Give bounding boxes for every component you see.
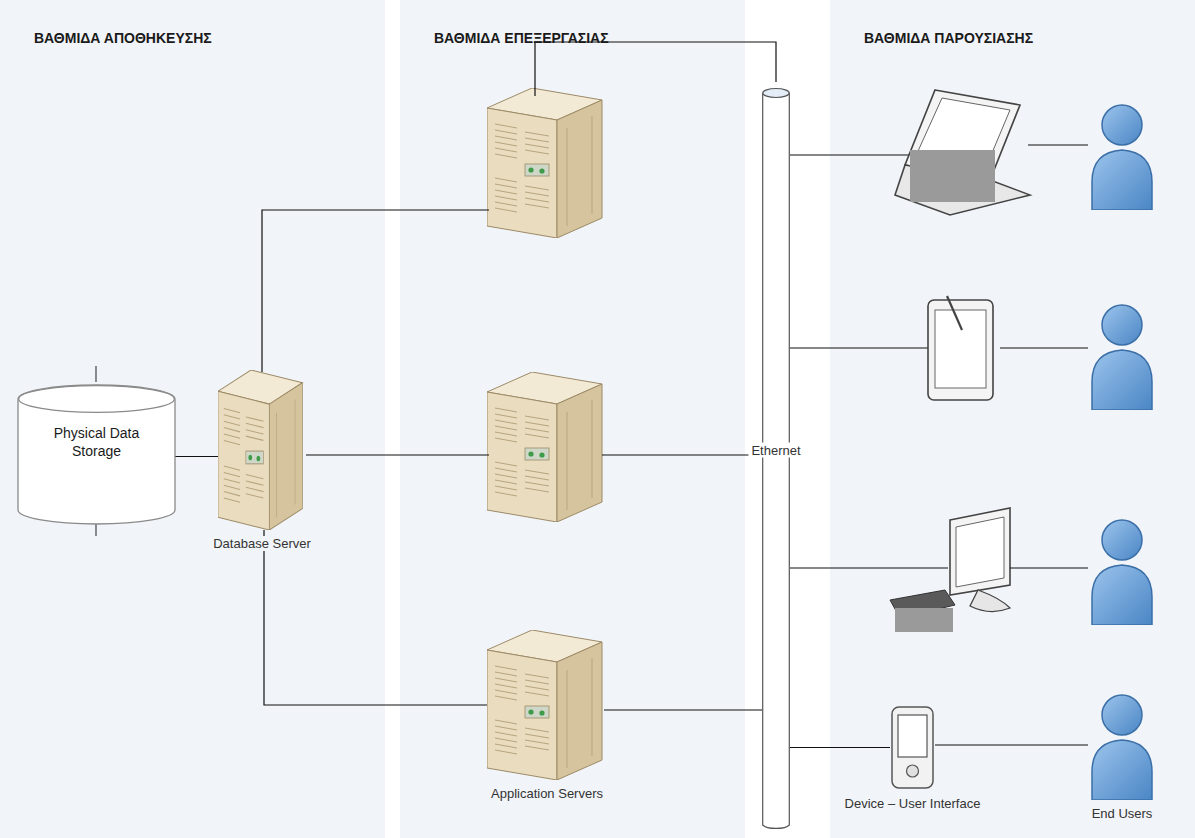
database-server-shape xyxy=(218,370,306,530)
device-icon-shape xyxy=(890,705,935,790)
tier-heading: ΒΑΘΜΙΔΑ ΑΠΟΘΗΚΕΥΣΗΣ xyxy=(0,0,385,46)
monitor-icon xyxy=(890,508,1010,632)
tier-band: Physical Data StorageDatabase ServerΒΑΘΜ… xyxy=(0,0,385,838)
tier-heading: ΒΑΘΜΙΔΑ ΕΠΕΞΕΡΓΑΣΙΑΣ xyxy=(400,0,745,46)
network-link xyxy=(790,747,890,748)
end-user-icon: End Users xyxy=(1088,690,1156,800)
laptop-icon xyxy=(895,90,1030,215)
server-icon xyxy=(487,372,602,522)
network-link xyxy=(175,456,218,457)
application-server-shape xyxy=(487,630,607,780)
network-link xyxy=(264,530,487,705)
band-fill xyxy=(0,0,385,838)
band-fill xyxy=(830,0,1195,838)
application-server: Application Servers xyxy=(487,630,607,780)
server-label: Database Server xyxy=(210,536,314,551)
ethernet-bus: Ethernet xyxy=(762,88,790,830)
network-wires xyxy=(262,42,1088,568)
bus-label: Ethernet xyxy=(748,443,803,458)
server-icon xyxy=(487,88,602,238)
tablet-icon xyxy=(928,296,993,400)
server-label: Application Servers xyxy=(488,786,606,801)
end-user-icon-shape xyxy=(1088,690,1156,800)
tier-band: Application Servers ΒΑΘΜΙΔΑ ΕΠΕΞΕΡΓΑΣΙΑΣ xyxy=(400,0,745,838)
tier-band: Device – User InterfaceEnd UsersΒΑΘΜΙΔΑ … xyxy=(830,0,1195,838)
device-label: Device – User Interface xyxy=(842,796,984,811)
tier-heading: ΒΑΘΜΙΔΑ ΠΑΡΟΥΣΙΑΣΗΣ xyxy=(830,0,1195,46)
band-fill xyxy=(400,0,745,838)
wire-stub xyxy=(1010,568,1012,569)
storage-cylinder: Physical Data Storage xyxy=(18,385,175,524)
user-icon xyxy=(1092,305,1152,410)
user-icon xyxy=(1092,520,1152,625)
storage-label: Physical Data Storage xyxy=(18,385,175,460)
user-label: End Users xyxy=(1089,806,1156,821)
database-server: Database Server xyxy=(218,370,306,530)
network-link xyxy=(604,709,762,710)
network-link xyxy=(935,744,1088,745)
device-icon: Device – User Interface xyxy=(890,705,935,790)
ethernet-bus-shape xyxy=(762,88,790,830)
user-icon xyxy=(1092,105,1152,210)
